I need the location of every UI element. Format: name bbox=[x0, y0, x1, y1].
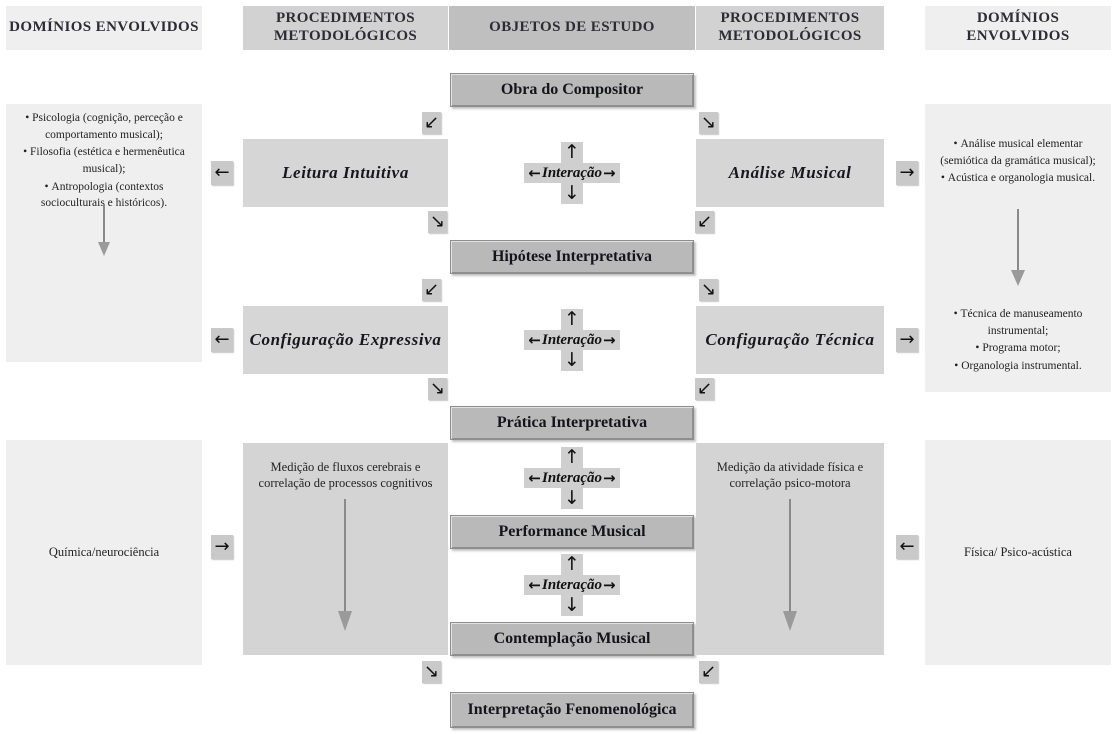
interaction-label-1: ← Interação → bbox=[524, 163, 620, 183]
object-box-pratica[interactable]: Prática Interpretativa bbox=[450, 406, 694, 440]
measurement-box-right: Medição da atividade física e correlação… bbox=[696, 443, 884, 655]
interaction-node-4[interactable]: ↑ ← Interação → ↓ bbox=[450, 554, 694, 616]
connector-arrow-down-left-hipotese-expressiva: ↙ bbox=[422, 279, 441, 301]
connector-arrow-down-right-contemplacao-interpretacao: ↘ bbox=[422, 661, 441, 683]
measurement-left-text: Medição de fluxos cerebrais e correlação… bbox=[259, 459, 433, 492]
arrow-right-icon: → bbox=[603, 331, 616, 349]
arrow-right-icon: → bbox=[603, 164, 616, 182]
list-item: Acústica e organologia musical. bbox=[933, 170, 1103, 187]
connector-arrow-down-left-obra-leitura: ↙ bbox=[422, 112, 441, 134]
arrow-down-icon: ↓ bbox=[561, 350, 583, 371]
connector-arrow-left-fisica-measurement: ← bbox=[896, 535, 918, 559]
arrow-right-icon: → bbox=[603, 576, 616, 594]
arrow-up-icon: ↑ bbox=[561, 309, 583, 330]
connector-arrow-down-right-leitura-hipotese: ↘ bbox=[428, 211, 447, 233]
interaction-text: Interação bbox=[542, 331, 602, 348]
connector-arrow-down-left-tecnica-pratica: ↙ bbox=[695, 378, 714, 400]
object-box-contemplacao[interactable]: Contemplação Musical bbox=[450, 622, 694, 656]
connector-arrow-down-left-analise-hipotese: ↙ bbox=[695, 211, 714, 233]
arrow-left-icon: ← bbox=[528, 331, 541, 349]
right-domain-panel-top: Análise musical elementar (semiótica da … bbox=[925, 104, 1111, 392]
procedure-box-leitura-intuitiva[interactable]: Leitura Intuitiva bbox=[243, 139, 448, 207]
interaction-node-2[interactable]: ↑ ← Interação → ↓ bbox=[450, 307, 694, 373]
procedure-box-configuracao-tecnica[interactable]: Configuração Técnica bbox=[696, 306, 884, 374]
arrow-down-icon: ↓ bbox=[561, 488, 583, 509]
measurement-left-line1: Medição de fluxos cerebrais e bbox=[270, 460, 421, 474]
left-domain-panel-bottom: Química/neurociência bbox=[6, 440, 202, 665]
interaction-label-2: ← Interação → bbox=[524, 330, 620, 350]
right-domain-list-mid-wrap: Técnica de manuseamento instrumental; Pr… bbox=[933, 306, 1103, 376]
interaction-node-1[interactable]: ↑ ← Interação → ↓ bbox=[450, 140, 694, 206]
arrow-up-icon: ↑ bbox=[561, 447, 583, 468]
connector-arrow-right-analise-domains: → bbox=[896, 161, 918, 185]
connector-arrow-right-tecnica-domains: → bbox=[896, 328, 918, 352]
list-item: Antropologia (contextos socioculturais e… bbox=[12, 179, 196, 212]
interaction-node-3[interactable]: ↑ ← Interação → ↓ bbox=[450, 447, 694, 509]
interaction-label-4: ← Interação → bbox=[524, 575, 620, 595]
connector-arrow-left-leitura-domains: ← bbox=[211, 161, 233, 185]
object-box-performance[interactable]: Performance Musical bbox=[450, 515, 694, 549]
list-item: Filosofia (estética e hermenêutica music… bbox=[12, 144, 196, 177]
interaction-text: Interação bbox=[542, 469, 602, 486]
connector-arrow-down-right-hipotese-tecnica: ↘ bbox=[699, 279, 718, 301]
arrow-down-icon: ↓ bbox=[561, 183, 583, 204]
list-item: Análise musical elementar (semiótica da … bbox=[933, 136, 1103, 169]
interaction-text: Interação bbox=[542, 576, 602, 593]
list-item: Técnica de manuseamento instrumental; bbox=[933, 306, 1103, 339]
connector-arrow-right-quimica-measurement: → bbox=[211, 535, 233, 559]
right-domain-list-mid: Técnica de manuseamento instrumental; Pr… bbox=[933, 306, 1103, 375]
list-item: Organologia instrumental. bbox=[933, 358, 1103, 375]
procedure-box-configuracao-expressiva[interactable]: Configuração Expressiva bbox=[243, 306, 448, 374]
header-center-objects: OBJETOS DE ESTUDO bbox=[449, 6, 695, 50]
arrow-down-icon: ↓ bbox=[561, 595, 583, 616]
object-box-obra[interactable]: Obra do Compositor bbox=[450, 73, 694, 107]
measurement-right-line2: correlação psico-motora bbox=[729, 476, 851, 491]
connector-arrow-down-right-expressiva-pratica: ↘ bbox=[428, 378, 447, 400]
header-left-procedures: PROCEDIMENTOS METODOLÓGICOS bbox=[243, 6, 448, 50]
header-right-domain: DOMÍNIOS ENVOLVIDOS bbox=[925, 6, 1111, 50]
measurement-box-left: Medição de fluxos cerebrais e correlação… bbox=[243, 443, 448, 655]
list-item: Programa motor; bbox=[933, 340, 1103, 357]
connector-arrow-down-right-obra-analise: ↘ bbox=[699, 112, 718, 134]
arrow-right-icon: → bbox=[603, 469, 616, 487]
procedure-box-analise-musical[interactable]: Análise Musical bbox=[696, 139, 884, 207]
right-domain-list-top: Análise musical elementar (semiótica da … bbox=[933, 136, 1103, 187]
interaction-label-3: ← Interação → bbox=[524, 468, 620, 488]
connector-arrow-left-expressiva-domains: ← bbox=[211, 328, 233, 352]
object-box-interpretacao[interactable]: Interpretação Fenomenológica bbox=[450, 692, 694, 728]
arrow-left-icon: ← bbox=[528, 576, 541, 594]
object-box-hipotese[interactable]: Hipótese Interpretativa bbox=[450, 240, 694, 274]
interaction-text: Interação bbox=[542, 164, 602, 181]
left-domain-panel-top: Psicologia (cognição, perceção e comport… bbox=[6, 104, 202, 362]
arrow-left-icon: ← bbox=[528, 164, 541, 182]
list-item: Psicologia (cognição, perceção e comport… bbox=[12, 110, 196, 143]
header-left-domain: DOMÍNIOS ENVOLVIDOS bbox=[6, 6, 202, 50]
measurement-left-line2: correlação de processos cognitivos bbox=[258, 476, 433, 491]
header-right-procedures: PROCEDIMENTOS METODOLÓGICOS bbox=[696, 6, 884, 50]
arrow-up-icon: ↑ bbox=[561, 142, 583, 163]
right-domain-panel-bottom: Física/ Psico-acústica bbox=[925, 440, 1111, 665]
left-domain-list: Psicologia (cognição, perceção e comport… bbox=[12, 110, 196, 212]
arrow-up-icon: ↑ bbox=[561, 554, 583, 575]
connector-arrow-down-left-contemplacao-interpretacao: ↙ bbox=[699, 661, 718, 683]
measurement-right-line1: Medição da atividade física e bbox=[716, 460, 864, 474]
arrow-left-icon: ← bbox=[528, 469, 541, 487]
measurement-right-text: Medição da atividade física e correlação… bbox=[717, 459, 863, 492]
